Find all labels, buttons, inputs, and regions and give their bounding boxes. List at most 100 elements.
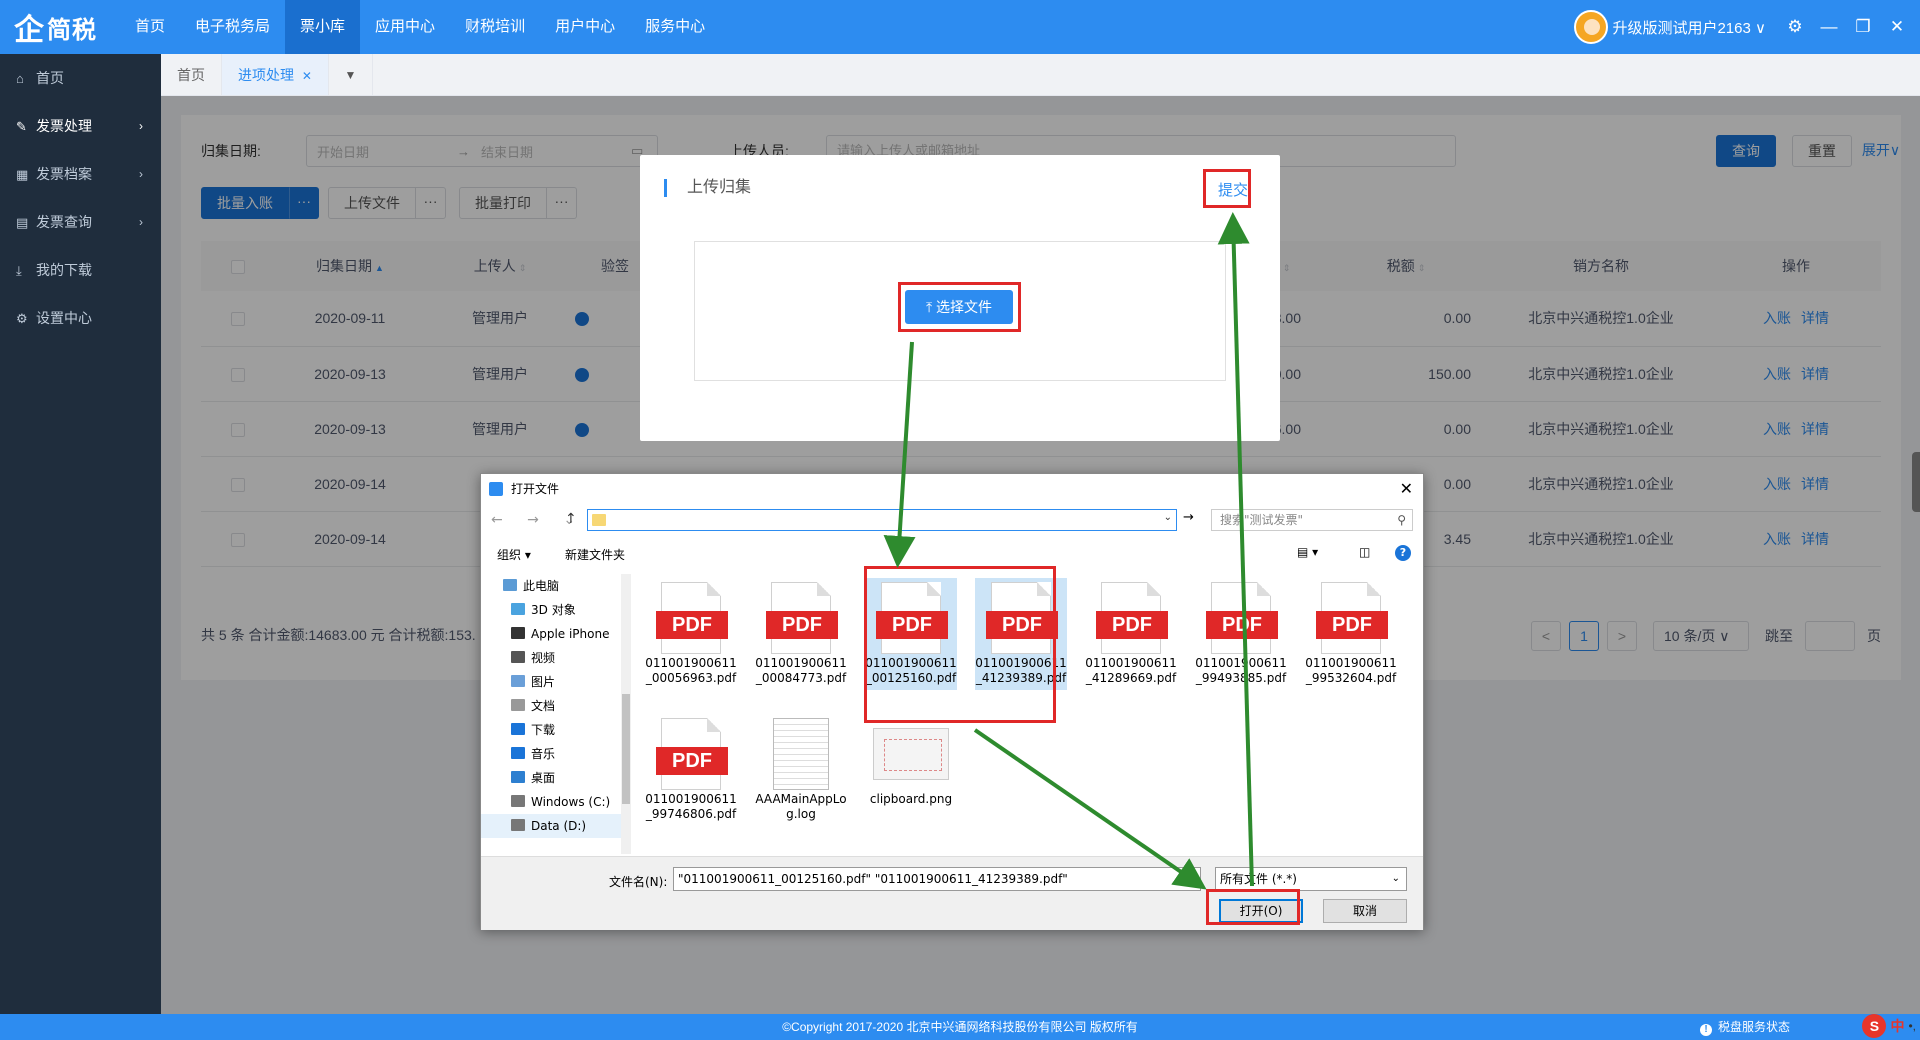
- end-date[interactable]: 结束日期: [481, 144, 534, 160]
- tab-home[interactable]: 首页: [161, 54, 222, 95]
- nav-item-1[interactable]: 电子税务局: [195, 18, 271, 35]
- tree-item-3[interactable]: 视频: [481, 646, 630, 670]
- filename-input[interactable]: "011001900611_00125160.pdf" "01100190061…: [673, 867, 1201, 891]
- prev-page-button[interactable]: <: [1531, 621, 1561, 651]
- tree-item-4[interactable]: 图片: [481, 670, 630, 694]
- col-tax[interactable]: 税额⇕: [1321, 241, 1491, 291]
- help-icon[interactable]: ?: [1395, 545, 1411, 561]
- tree-item-6[interactable]: 下载: [481, 718, 630, 742]
- row-select-cell[interactable]: [201, 511, 275, 567]
- sort-icon[interactable]: ⇕: [518, 263, 527, 273]
- page-1-button[interactable]: 1: [1569, 621, 1599, 651]
- cancel-button[interactable]: 取消: [1323, 899, 1407, 923]
- nav-item-2[interactable]: 票小库: [285, 0, 361, 54]
- submit-button[interactable]: 提交: [1217, 182, 1248, 199]
- date-range-picker[interactable]: 开始日期 → 结束日期 ▭: [306, 135, 658, 167]
- detail-link[interactable]: 详情: [1801, 365, 1829, 382]
- row-checkbox[interactable]: [231, 312, 245, 327]
- address-bar[interactable]: ⌄: [587, 509, 1177, 531]
- nav-item-4[interactable]: 财税培训: [465, 18, 526, 35]
- app-logo[interactable]: 企 简税: [0, 0, 120, 54]
- gear-icon[interactable]: ⚙: [1787, 17, 1803, 36]
- restore-icon[interactable]: ❐: [1855, 17, 1871, 36]
- back-forward-icon[interactable]: ← → ⌄: [491, 512, 586, 528]
- col-date[interactable]: 归集日期▲: [275, 241, 425, 291]
- page-size-select[interactable]: 10 条/页 ∨: [1653, 621, 1749, 651]
- nav-item-3[interactable]: 应用中心: [375, 18, 436, 35]
- sogou-ime-icon[interactable]: S: [1862, 1014, 1887, 1038]
- avatar[interactable]: [1574, 10, 1609, 44]
- up-folder-icon[interactable]: ↑: [565, 511, 577, 527]
- select-all-cell[interactable]: [201, 241, 275, 291]
- new-folder-button[interactable]: 新建文件夹: [565, 548, 626, 562]
- sidebar-item-2[interactable]: ▦发票档案›: [0, 150, 161, 198]
- sidebar-item-3[interactable]: ▤发票查询›: [0, 198, 161, 246]
- detail-link[interactable]: 详情: [1801, 530, 1829, 547]
- tree-scroll-thumb[interactable]: [622, 694, 630, 804]
- expand-button[interactable]: 展开∨: [1861, 142, 1901, 158]
- tree-item-5[interactable]: 文档: [481, 694, 630, 718]
- dialog-close-icon[interactable]: ✕: [1399, 479, 1413, 498]
- nav-item-5[interactable]: 用户中心: [555, 18, 616, 35]
- detail-link[interactable]: 详情: [1801, 310, 1829, 327]
- choose-file-button[interactable]: ⤒ 选择文件: [905, 290, 1013, 324]
- close-icon[interactable]: ✕: [1889, 17, 1905, 36]
- detail-link[interactable]: 详情: [1801, 420, 1829, 437]
- upload-file-button[interactable]: 上传文件: [328, 187, 416, 219]
- sidebar-item-1[interactable]: ✎发票处理›: [0, 102, 161, 150]
- detail-link[interactable]: 详情: [1801, 475, 1829, 492]
- post-link[interactable]: 入账: [1763, 310, 1791, 327]
- filetype-select[interactable]: 所有文件 (*.*) ⌄: [1215, 867, 1407, 891]
- dialog-titlebar[interactable]: 打开文件 ✕: [481, 474, 1423, 504]
- preview-pane-icon[interactable]: ◫: [1359, 545, 1371, 559]
- address-dropdown-icon[interactable]: ⌄: [1163, 512, 1172, 523]
- sort-icon[interactable]: ⇕: [1417, 263, 1426, 273]
- tree-item-9[interactable]: Windows (C:): [481, 790, 630, 814]
- select-all-checkbox[interactable]: [231, 260, 245, 275]
- go-arrow-icon[interactable]: →: [1183, 510, 1194, 525]
- post-link[interactable]: 入账: [1763, 475, 1791, 492]
- col-uploader[interactable]: 上传人⇕: [425, 241, 575, 291]
- row-select-cell[interactable]: [201, 291, 275, 347]
- post-link[interactable]: 入账: [1763, 365, 1791, 382]
- row-checkbox[interactable]: [231, 532, 245, 547]
- tree-item-8[interactable]: 桌面: [481, 766, 630, 790]
- row-checkbox[interactable]: [231, 477, 245, 492]
- nav-item-6[interactable]: 服务中心: [645, 18, 706, 35]
- tab-dropdown-icon[interactable]: ▼: [329, 54, 373, 95]
- file-item[interactable]: AAAMainAppLog.log: [755, 714, 847, 826]
- tree-scrollbar[interactable]: [621, 574, 631, 854]
- row-select-cell[interactable]: [201, 401, 275, 457]
- sidebar-item-0[interactable]: ⌂首页: [0, 54, 161, 102]
- service-status[interactable]: !税盘服务状态: [1699, 1014, 1790, 1040]
- row-checkbox[interactable]: [231, 422, 245, 437]
- tree-item-1[interactable]: 3D 对象: [481, 598, 630, 622]
- batch-print-more-button[interactable]: ···: [547, 187, 577, 219]
- query-button[interactable]: 查询: [1716, 135, 1776, 167]
- post-link[interactable]: 入账: [1763, 420, 1791, 437]
- ime-toolbar[interactable]: S 中 •,: [1862, 1012, 1916, 1040]
- side-scroll-handle[interactable]: [1912, 452, 1920, 512]
- minimize-icon[interactable]: —: [1820, 17, 1838, 36]
- batch-post-button[interactable]: 批量入账: [201, 187, 289, 219]
- sidebar-item-5[interactable]: ⚙设置中心: [0, 294, 161, 342]
- sort-icon[interactable]: ▲: [375, 263, 384, 273]
- username[interactable]: 升级版测试用户2163 ∨: [1612, 19, 1766, 37]
- organize-button[interactable]: 组织 ▾: [497, 548, 531, 562]
- search-input[interactable]: 搜索"测试发票" ⚲: [1211, 509, 1413, 531]
- sidebar-item-4[interactable]: ⤓我的下载: [0, 246, 161, 294]
- tab-close-icon[interactable]: ✕: [301, 69, 312, 83]
- batch-post-more-button[interactable]: ···: [289, 187, 319, 219]
- next-page-button[interactable]: >: [1607, 621, 1637, 651]
- nav-item-0[interactable]: 首页: [135, 18, 166, 35]
- start-date[interactable]: 开始日期: [317, 144, 370, 160]
- row-select-cell[interactable]: [201, 346, 275, 402]
- reset-button[interactable]: 重置: [1792, 135, 1852, 167]
